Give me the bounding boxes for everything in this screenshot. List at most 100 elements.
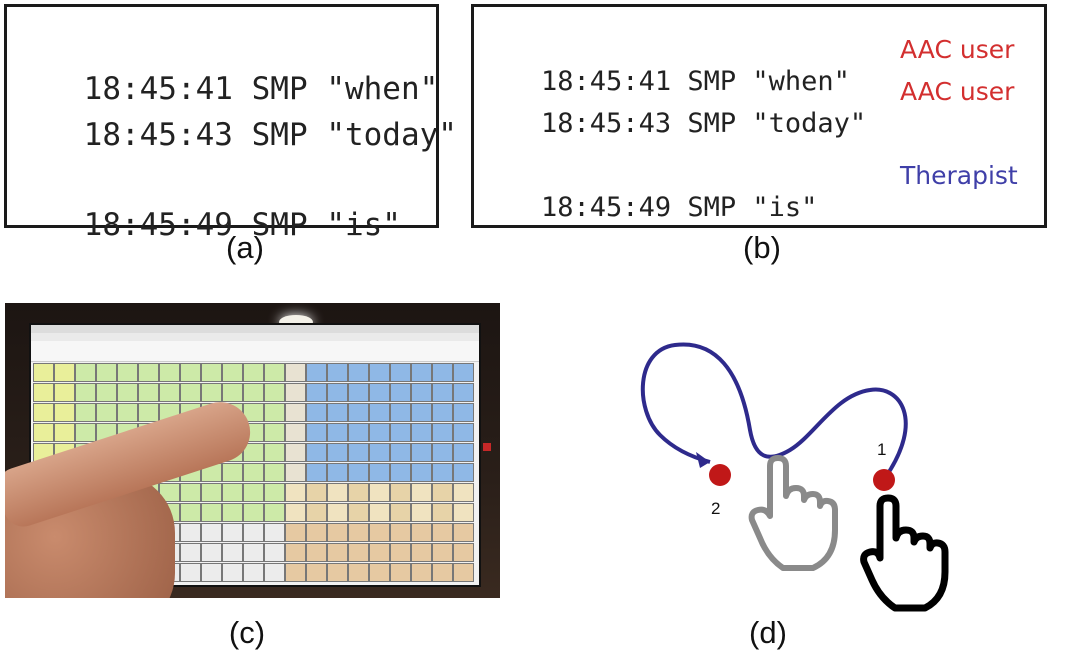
aac-symbol-cell: [306, 503, 327, 522]
aac-symbol-cell: [453, 383, 474, 402]
aac-symbol-cell: [306, 403, 327, 422]
aac-symbol-cell: [453, 503, 474, 522]
aac-symbol-cell: [306, 483, 327, 502]
aac-symbol-cell: [222, 543, 243, 562]
gray-hand-icon: [748, 455, 838, 571]
aac-symbol-cell: [411, 443, 432, 462]
aac-symbol-cell: [159, 383, 180, 402]
point-2-label: 2: [711, 499, 720, 518]
aac-symbol-cell: [264, 423, 285, 442]
touch-point-2: [709, 464, 731, 486]
aac-symbol-cell: [327, 383, 348, 402]
aac-symbol-cell: [390, 563, 411, 582]
aac-symbol-cell: [285, 383, 306, 402]
aac-symbol-cell: [138, 383, 159, 402]
aac-symbol-cell: [369, 363, 390, 382]
aac-symbol-cell: [138, 363, 159, 382]
aac-symbol-cell: [348, 523, 369, 542]
aac-symbol-cell: [285, 463, 306, 482]
aac-symbol-cell: [222, 383, 243, 402]
aac-symbol-cell: [201, 503, 222, 522]
aac-symbol-cell: [348, 543, 369, 562]
timestamp: 18:45:41: [83, 71, 233, 107]
aac-symbol-cell: [75, 423, 96, 442]
aac-symbol-cell: [222, 523, 243, 542]
touch-trajectory-diagram: 2 1: [640, 342, 949, 612]
caption-c: (c): [228, 615, 266, 650]
aac-symbol-cell: [33, 363, 54, 382]
aac-symbol-cell: [390, 363, 411, 382]
timestamp: 18:45:43: [541, 108, 672, 139]
aac-symbol-cell: [327, 443, 348, 462]
aac-symbol-cell: [453, 403, 474, 422]
aac-symbol-cell: [75, 363, 96, 382]
aac-symbol-cell: [432, 503, 453, 522]
aac-symbol-cell: [369, 543, 390, 562]
source: SMP: [687, 108, 737, 139]
aac-symbol-cell: [285, 443, 306, 462]
word: "when": [752, 66, 850, 97]
aac-symbol-cell: [306, 563, 327, 582]
aac-symbol-cell: [264, 563, 285, 582]
word: "when": [326, 71, 439, 107]
aac-symbol-cell: [348, 503, 369, 522]
aac-symbol-cell: [75, 403, 96, 422]
aac-symbol-cell: [369, 463, 390, 482]
trajectory-path: [640, 342, 908, 480]
aac-symbol-cell: [411, 483, 432, 502]
aac-symbol-cell: [390, 483, 411, 502]
log-line-3: 18:45:49 SMP "is": [476, 161, 817, 254]
aac-symbol-cell: [432, 483, 453, 502]
role-therapist: Therapist: [900, 161, 1018, 190]
aac-symbol-cell: [432, 403, 453, 422]
aac-symbol-cell: [411, 403, 432, 422]
caption-a: (a): [226, 230, 264, 265]
aac-symbol-cell: [222, 463, 243, 482]
aac-symbol-cell: [411, 423, 432, 442]
aac-symbol-cell: [243, 503, 264, 522]
aac-symbol-cell: [390, 383, 411, 402]
aac-symbol-cell: [306, 463, 327, 482]
aac-symbol-cell: [432, 443, 453, 462]
aac-symbol-cell: [327, 363, 348, 382]
word: "is": [752, 192, 818, 223]
timestamp: 18:45:43: [83, 117, 233, 153]
aac-symbol-cell: [306, 523, 327, 542]
aac-symbol-cell: [348, 443, 369, 462]
aac-symbol-cell: [54, 403, 75, 422]
timestamp: 18:45:49: [541, 192, 672, 223]
aac-symbol-cell: [138, 403, 159, 422]
panel-a-log-box: 18:45:41 SMP "when" 18:45:43 SMP "today"…: [4, 4, 457, 243]
aac-symbol-cell: [243, 363, 264, 382]
role-aac-user-1: AAC user: [900, 35, 1015, 64]
aac-symbol-cell: [369, 423, 390, 442]
aac-symbol-cell: [348, 423, 369, 442]
aac-symbol-cell: [432, 363, 453, 382]
browser-titlebar: [31, 325, 479, 333]
black-hand-icon: [860, 494, 949, 612]
aac-symbol-cell: [327, 563, 348, 582]
aac-symbol-cell: [201, 563, 222, 582]
aac-symbol-cell: [96, 363, 117, 382]
log-line-2: 18:45:43 SMP "today": [9, 81, 457, 189]
aac-symbol-cell: [285, 563, 306, 582]
log-line-2: 18:45:43 SMP "today": [476, 77, 866, 170]
aac-symbol-cell: [117, 403, 138, 422]
aac-symbol-cell: [327, 463, 348, 482]
source: SMP: [251, 207, 308, 243]
aac-symbol-cell: [117, 363, 138, 382]
aac-symbol-cell: [369, 563, 390, 582]
log-line-1: 18:45:41 SMP "when": [476, 35, 850, 128]
aac-symbol-cell: [411, 523, 432, 542]
aac-symbol-cell: [390, 523, 411, 542]
aac-symbol-cell: [285, 503, 306, 522]
aac-symbol-cell: [33, 423, 54, 442]
aac-symbol-cell: [264, 463, 285, 482]
aac-symbol-cell: [159, 363, 180, 382]
source: SMP: [687, 192, 737, 223]
aac-app-bar: [31, 341, 479, 362]
aac-symbol-cell: [411, 463, 432, 482]
aac-symbol-cell: [180, 503, 201, 522]
aac-symbol-cell: [264, 483, 285, 502]
aac-symbol-cell: [54, 383, 75, 402]
